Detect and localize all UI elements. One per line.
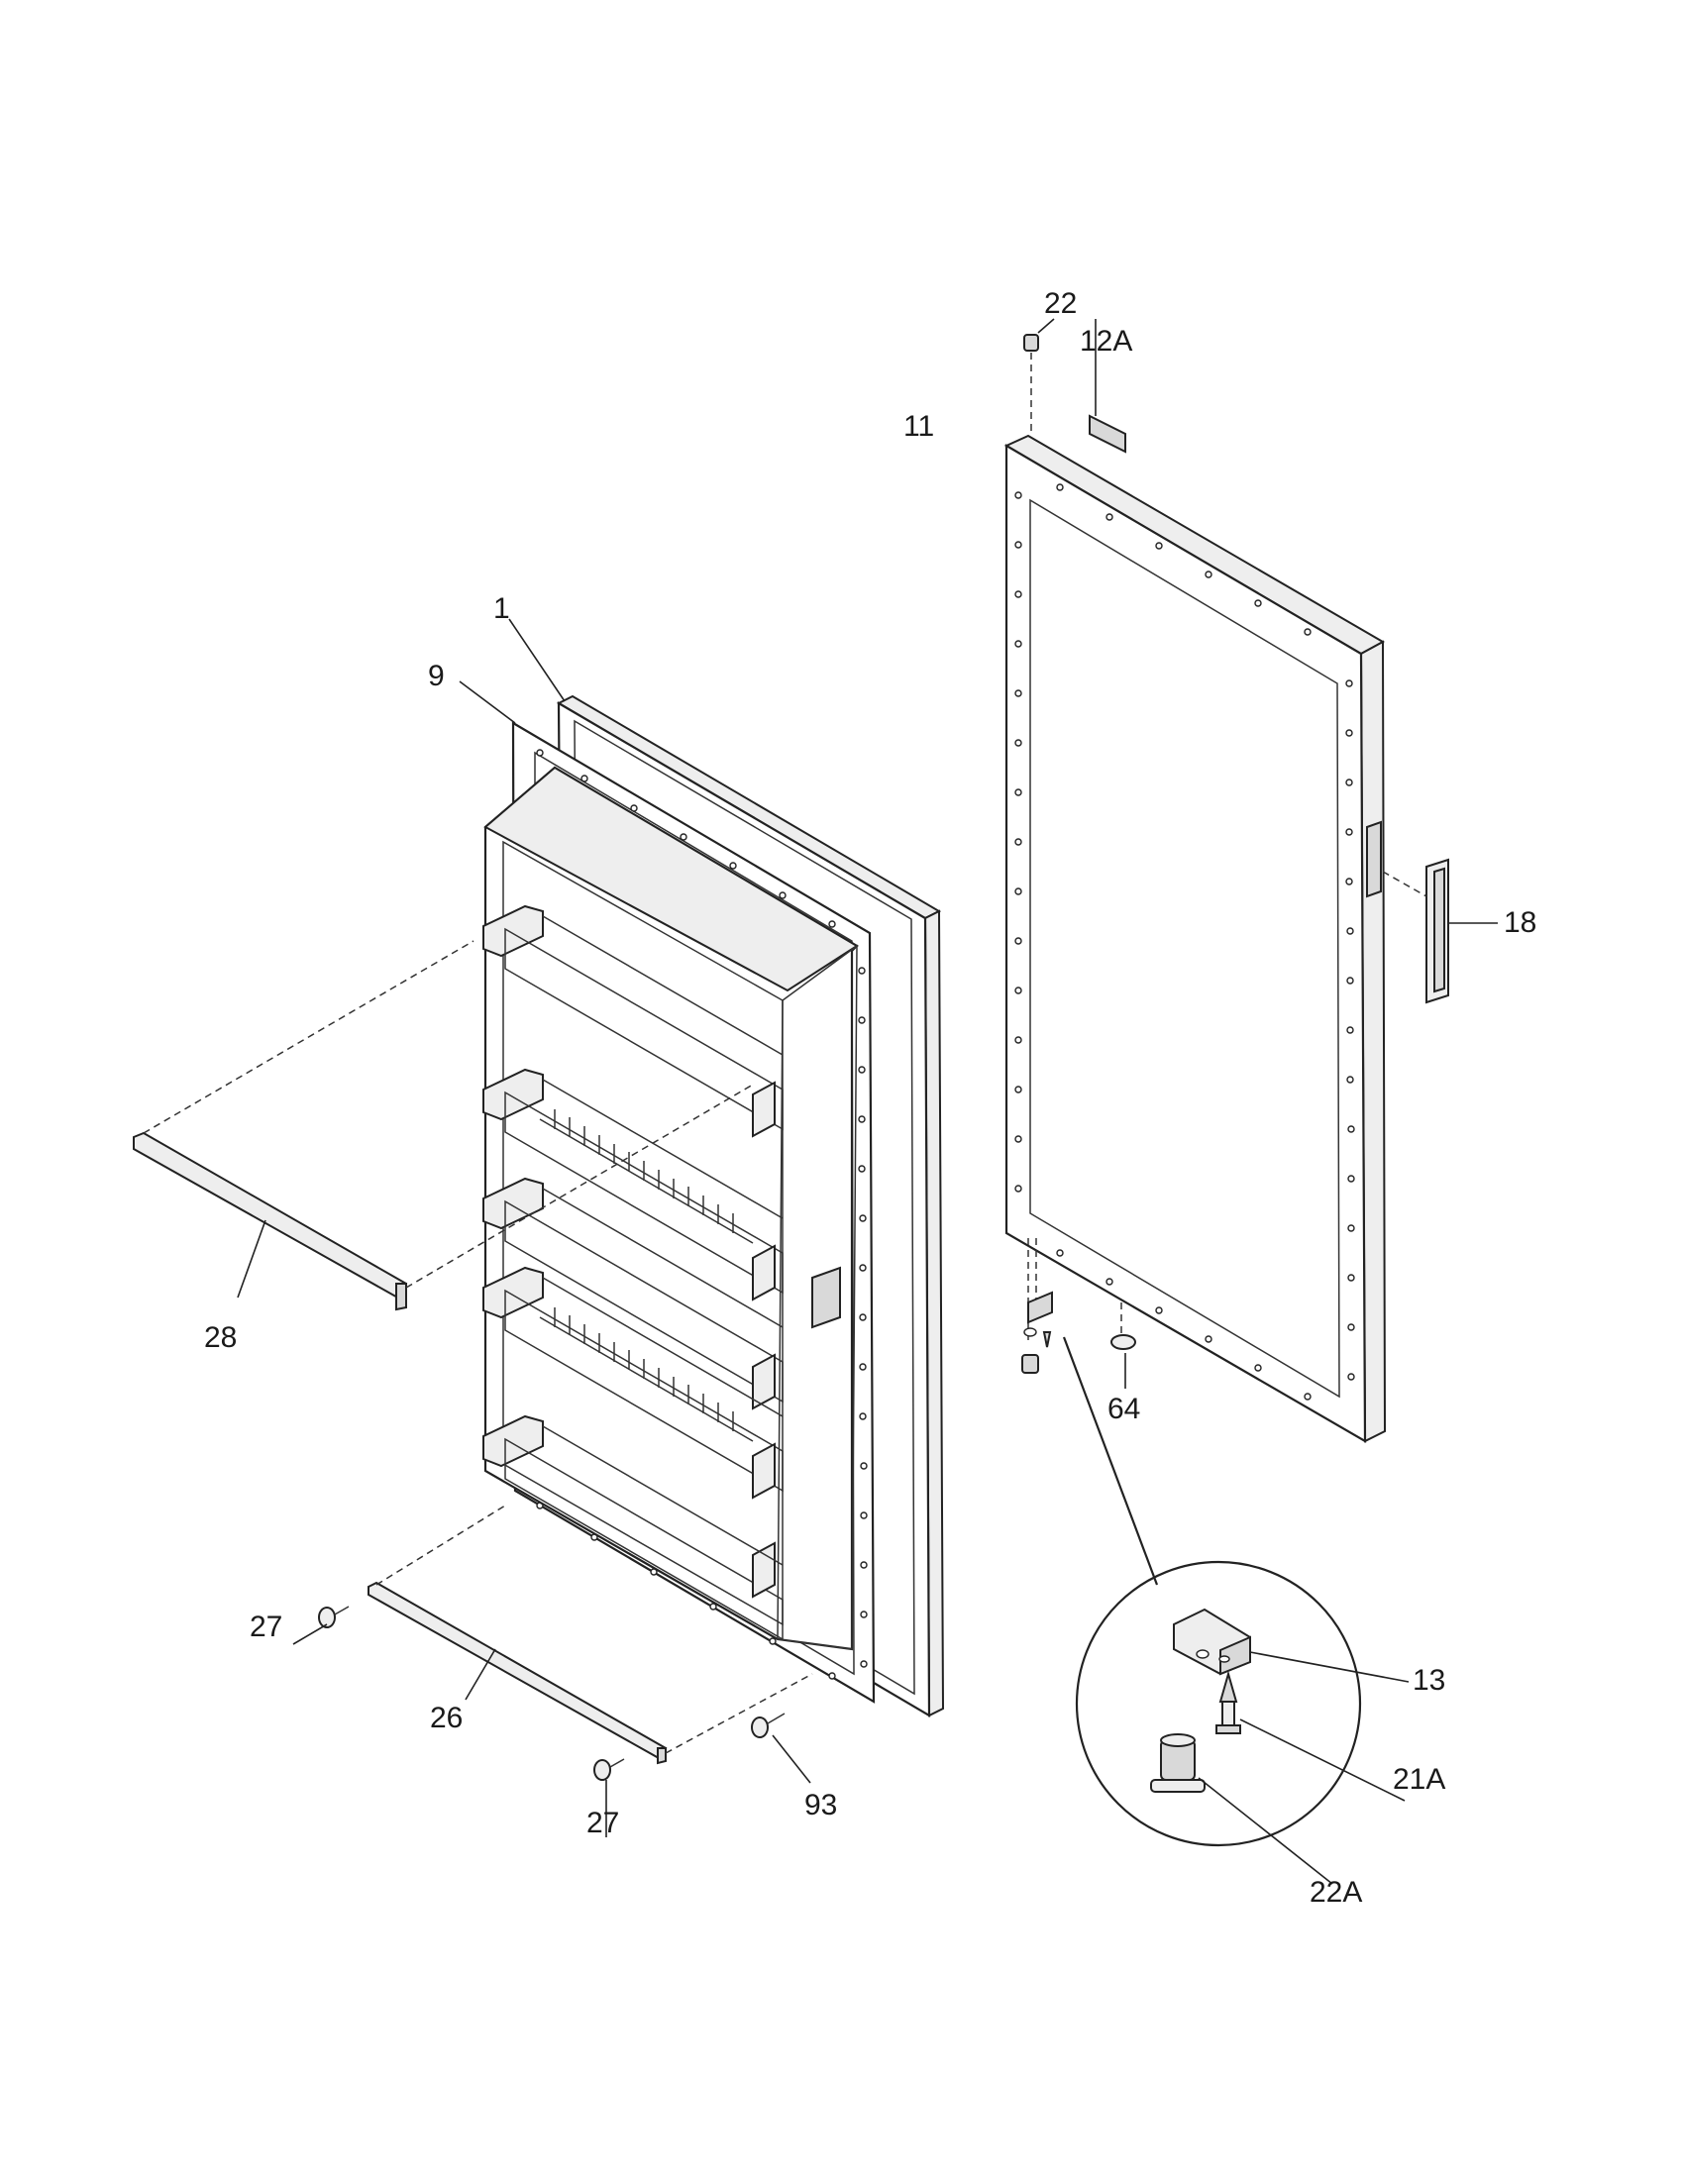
latch-bracket bbox=[811, 1266, 841, 1329]
detail-pointer bbox=[1062, 1336, 1159, 1586]
callout-11: 11 bbox=[903, 410, 935, 443]
callout-22: 22 bbox=[1044, 287, 1078, 320]
label-plate-12a bbox=[1089, 414, 1126, 454]
callout-28: 28 bbox=[204, 1321, 238, 1354]
outer-door-panel bbox=[1003, 434, 1387, 1443]
callout-27a: 27 bbox=[250, 1611, 283, 1643]
retainer-bar-part-26 bbox=[368, 1505, 813, 1765]
callout-9: 9 bbox=[428, 660, 445, 692]
callout-12a: 12A bbox=[1080, 325, 1133, 358]
shelf-5 bbox=[482, 1414, 784, 1641]
callout-27b: 27 bbox=[586, 1807, 620, 1839]
plug-part-64 bbox=[1110, 1334, 1136, 1350]
handle-part-18 bbox=[1382, 858, 1498, 1004]
lower-hinge-parts bbox=[1021, 1238, 1136, 1389]
shelf-2 bbox=[482, 1068, 784, 1301]
callout-93: 93 bbox=[804, 1789, 838, 1821]
retainer-bar-part-28 bbox=[133, 940, 754, 1311]
callout-21a: 21A bbox=[1393, 1763, 1446, 1796]
panel-holes bbox=[1014, 483, 1355, 1401]
shelf-1 bbox=[482, 904, 784, 1138]
callout-1: 1 bbox=[493, 592, 510, 625]
callout-22a: 22A bbox=[1310, 1876, 1363, 1909]
callout-26: 26 bbox=[430, 1702, 464, 1734]
callout-13: 13 bbox=[1413, 1664, 1446, 1697]
shelf-3 bbox=[482, 1177, 784, 1410]
callout-18: 18 bbox=[1504, 906, 1537, 939]
screw-part-27-b bbox=[593, 1758, 625, 1837]
liner-inner-box bbox=[483, 766, 859, 1651]
handle-recess bbox=[1366, 820, 1382, 898]
screw-part-27-a bbox=[292, 1606, 350, 1645]
callout-64: 64 bbox=[1107, 1393, 1141, 1425]
shelf-4 bbox=[482, 1266, 784, 1500]
screw-part-93 bbox=[751, 1713, 811, 1784]
door-shelves bbox=[482, 904, 841, 1641]
hinge-pin-top bbox=[1023, 318, 1055, 436]
detail-circle bbox=[1075, 1560, 1410, 1885]
